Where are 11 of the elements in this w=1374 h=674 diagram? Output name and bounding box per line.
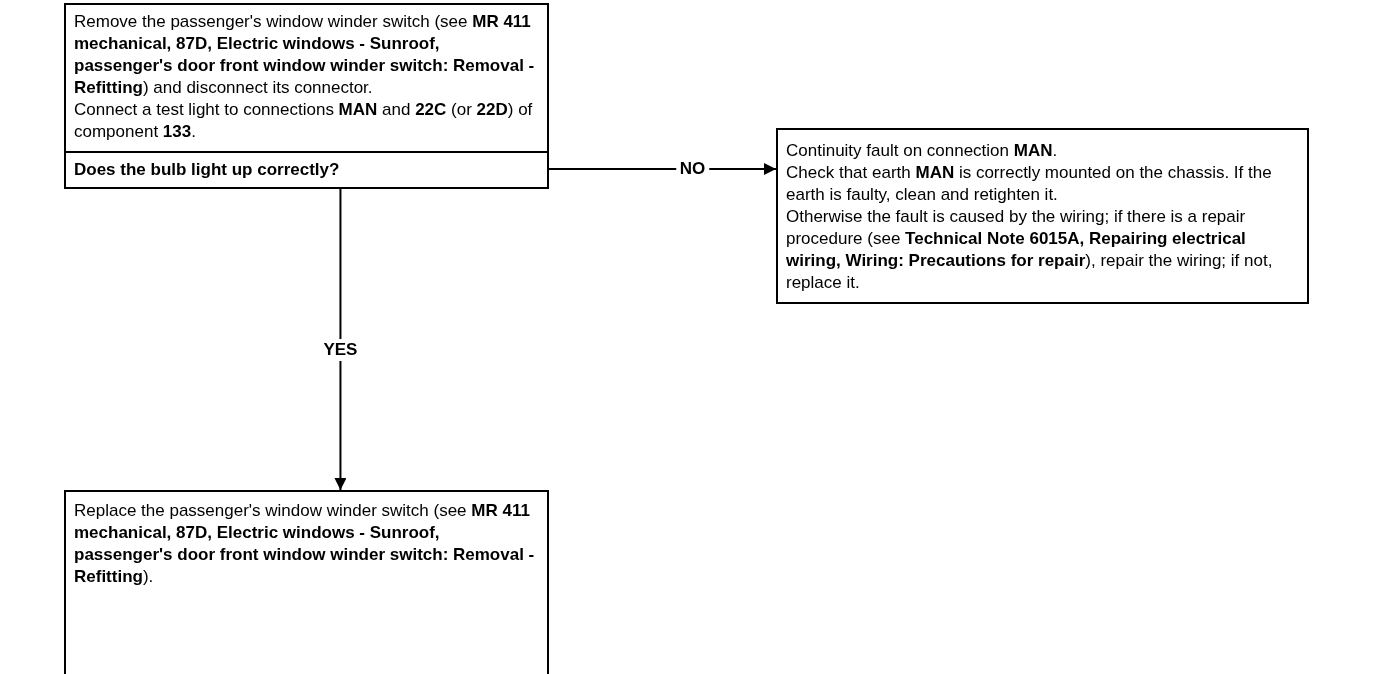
instruction-text: Check that earth MAN is correctly mounted on the chassis. If the earth is faulty, clean and retighten it. [785, 162, 1273, 206]
instruction-text: Continuity fault on connection MAN. [785, 140, 1059, 162]
question-text: Does the bulb light up correctly? [66, 151, 547, 187]
instruction-text: Remove the passenger's window winder switch (see MR 411 mechanical, 87D, Electric windows - Sunroof, passenger's door front window winder switch: Removal -Refitting) and disconnect its connector. [73, 11, 536, 99]
arrow [334, 188, 347, 491]
process-box [64, 490, 549, 674]
instruction-text: Otherwise the fault is caused by the wiring; if there is a repair procedure (see Technical Note 6015A, Repairing electrical wiring, Wiring: Precautions for repair), repair the wiring; if not, replace it. [785, 206, 1274, 294]
instruction-text: Replace the passenger's window winder switch (see MR 411 mechanical, 87D, Electric windows - Sunroof, passenger's door front window winder switch: Removal - Refitting). [73, 500, 536, 588]
instruction-text: Connect a test light to connections MAN and 22C (or 22D) of component 133. [73, 99, 534, 143]
process-box [64, 3, 549, 189]
process-box [776, 128, 1309, 304]
